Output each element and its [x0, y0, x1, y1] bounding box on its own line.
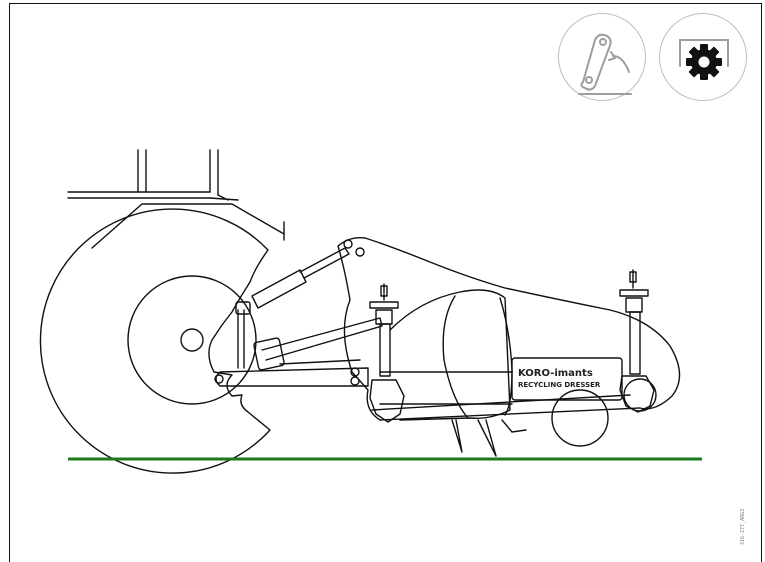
- three-point-linkage: [214, 247, 383, 387]
- drawing-code: 316-277_ARG3: [740, 508, 746, 545]
- tractor-fender: [91, 203, 285, 249]
- settings-button[interactable]: [659, 13, 747, 101]
- right-depth-adjuster: [619, 269, 655, 413]
- left-depth-adjuster: [369, 283, 405, 423]
- product-name: RECYCLING DRESSER: [518, 381, 601, 389]
- machine-housing: [337, 236, 681, 457]
- brand-name: KORO-imants: [518, 368, 593, 379]
- tractor-rear-wheel: [39, 208, 271, 474]
- gear-icon: [679, 39, 729, 80]
- lift-arm-icon: [578, 33, 632, 95]
- diagram-frame: [9, 3, 762, 562]
- tractor-cab: [67, 149, 239, 201]
- lift-position-button[interactable]: [558, 13, 646, 101]
